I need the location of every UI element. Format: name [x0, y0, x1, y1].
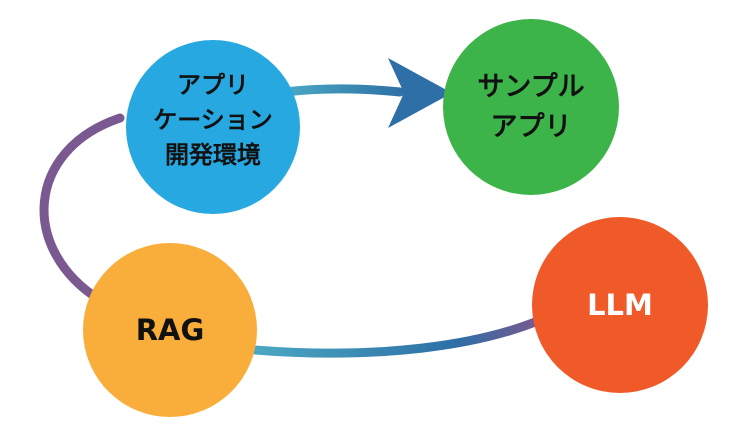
node-app-dev-environment: アプリ ケーション 開発環境 [126, 40, 300, 214]
node-llm: LLM [532, 217, 708, 393]
connector-llm-to-rag [250, 315, 545, 358]
node-label-line: LLM [587, 288, 653, 322]
node-label-line: アプリ [491, 112, 572, 143]
node-label-line: RAG [136, 313, 205, 347]
node-label-line: アプリ [177, 71, 249, 99]
node-sample-app: サンプル アプリ [443, 19, 619, 195]
node-label-line: 開発環境 [165, 141, 261, 169]
connector-app-dev-to-sample-app [280, 84, 405, 97]
connector-rag-to-app-dev [39, 113, 125, 305]
arrowhead-icon [388, 58, 452, 128]
node-label-line: サンプル [477, 72, 584, 103]
node-label-line: ケーション [153, 106, 273, 134]
node-rag: RAG [83, 243, 257, 417]
